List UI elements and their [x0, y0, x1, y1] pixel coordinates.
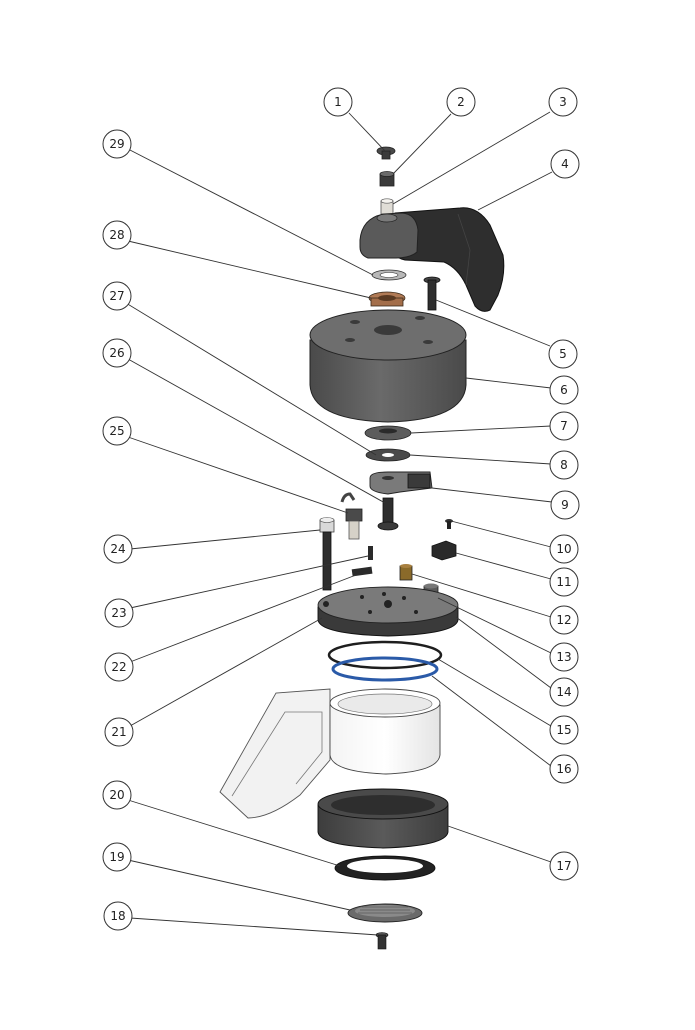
leader-lines — [125, 111, 553, 936]
svg-text:7: 7 — [560, 419, 568, 433]
svg-text:25: 25 — [109, 424, 124, 438]
callout-1: 1 — [323, 87, 353, 117]
svg-text:21: 21 — [111, 725, 126, 739]
callout-22: 22 — [104, 652, 134, 682]
svg-text:29: 29 — [109, 137, 124, 151]
svg-text:28: 28 — [109, 228, 124, 242]
callout-14: 14 — [549, 677, 579, 707]
svg-text:18: 18 — [110, 909, 125, 923]
part-15-black-o-ring — [327, 640, 443, 670]
callout-15: 15 — [549, 715, 579, 745]
part-25-fitting — [340, 492, 363, 540]
part-6-housing — [309, 309, 467, 423]
callout-16: 16 — [549, 754, 579, 784]
callout-17: 17 — [549, 851, 579, 881]
callout-12: 12 — [549, 605, 579, 635]
svg-text:3: 3 — [559, 95, 567, 109]
callout-13: 13 — [549, 642, 579, 672]
svg-text:12: 12 — [556, 613, 571, 627]
part-26-spindle — [377, 497, 399, 531]
part-12-nut — [399, 564, 413, 581]
part-24-long-bolt — [319, 517, 335, 591]
part-28-bronze-bushing — [368, 291, 406, 307]
part-19-filter — [347, 903, 423, 923]
callout-24: 24 — [103, 534, 133, 564]
svg-text:16: 16 — [556, 762, 571, 776]
callouts: 1 2 3 4 5 6 7 8 9 10 11 12 13 14 15 16 1… — [102, 87, 580, 931]
callout-21: 21 — [104, 717, 134, 747]
callout-11: 11 — [549, 567, 579, 597]
svg-text:11: 11 — [556, 575, 571, 589]
part-29-washer — [371, 269, 407, 281]
callout-29: 29 — [102, 129, 132, 159]
part-16-blue-o-ring — [331, 656, 439, 682]
callout-20: 20 — [102, 780, 132, 810]
part-23-pin — [368, 546, 373, 560]
part-11-bracket — [431, 540, 457, 561]
part-7-washer — [364, 425, 412, 441]
callout-5: 5 — [548, 339, 578, 369]
svg-text:1: 1 — [334, 95, 342, 109]
part-18-screw — [375, 932, 389, 950]
svg-text:22: 22 — [111, 660, 126, 674]
part-5-bolt — [423, 276, 441, 311]
part-8-thin-washer — [365, 448, 411, 462]
part-21-bowl — [219, 688, 441, 819]
callout-18: 18 — [103, 901, 133, 931]
svg-text:15: 15 — [556, 723, 571, 737]
part-10-small-screw — [445, 519, 453, 529]
callout-2: 2 — [446, 87, 476, 117]
callout-10: 10 — [549, 534, 579, 564]
svg-text:6: 6 — [560, 383, 568, 397]
svg-text:13: 13 — [556, 650, 571, 664]
svg-text:17: 17 — [556, 859, 571, 873]
svg-text:24: 24 — [110, 542, 125, 556]
svg-text:23: 23 — [111, 606, 126, 620]
svg-text:27: 27 — [109, 289, 124, 303]
callout-6: 6 — [549, 375, 579, 405]
svg-text:26: 26 — [109, 346, 124, 360]
svg-text:4: 4 — [561, 157, 569, 171]
callout-28: 28 — [102, 220, 132, 250]
callout-8: 8 — [549, 450, 579, 480]
part-22-set-screw — [351, 566, 373, 577]
part-20-gasket — [334, 855, 436, 881]
part-14-base-plate — [317, 586, 459, 637]
parts — [219, 146, 505, 950]
callout-9: 9 — [550, 490, 580, 520]
svg-text:10: 10 — [556, 542, 571, 556]
part-17-collar — [317, 788, 449, 849]
svg-text:20: 20 — [109, 788, 124, 802]
part-2-cap — [379, 171, 395, 187]
callout-25: 25 — [102, 416, 132, 446]
callout-19: 19 — [102, 842, 132, 872]
svg-text:5: 5 — [559, 347, 567, 361]
callout-27: 27 — [102, 281, 132, 311]
callout-26: 26 — [102, 338, 132, 368]
part-4-handle — [359, 207, 505, 312]
svg-text:9: 9 — [561, 498, 569, 512]
callout-23: 23 — [104, 598, 134, 628]
svg-text:8: 8 — [560, 458, 568, 472]
part-9-lever — [369, 471, 433, 495]
part-1-screw — [376, 146, 396, 160]
svg-text:19: 19 — [109, 850, 124, 864]
callout-4: 4 — [550, 149, 580, 179]
callout-3: 3 — [548, 87, 578, 117]
callout-7: 7 — [549, 411, 579, 441]
part-3-bushing — [380, 198, 394, 215]
svg-text:14: 14 — [556, 685, 571, 699]
svg-text:2: 2 — [457, 95, 465, 109]
